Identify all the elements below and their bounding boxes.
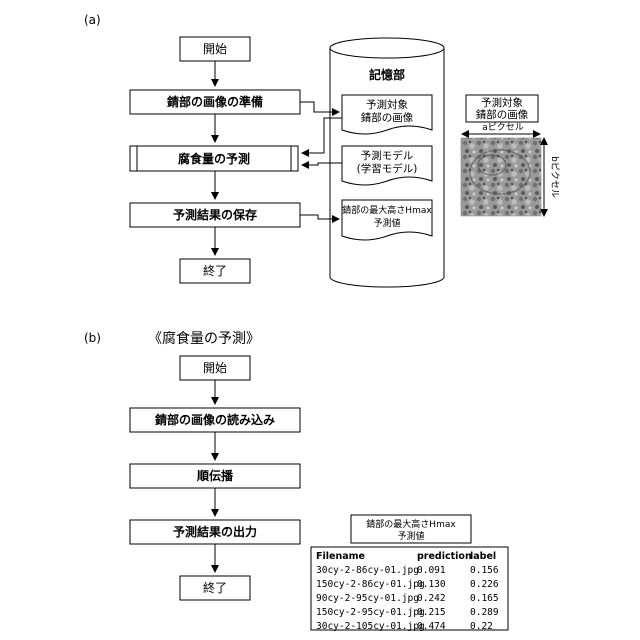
doc3-line1: 錆部の最大高さHmax — [342, 204, 432, 216]
table-cell-r2-c0: 90cy-2-95cy-01.jpg — [316, 593, 419, 604]
table-cell-r4-c1: 0.474 — [417, 621, 446, 632]
doc3-line2: 予測値 — [373, 217, 400, 229]
doc1-line1: 予測対象 — [366, 98, 408, 111]
part-a-label: (a) — [84, 13, 101, 27]
table-cell-r3-c0: 150cy-2-95cy-01.jpg — [316, 607, 425, 618]
a-start-label: 開始 — [203, 42, 227, 56]
table-cell-r4-c2: 0.22 — [470, 621, 493, 632]
doc2-line1: 予測モデル — [361, 149, 414, 162]
b-start-label: 開始 — [203, 361, 227, 375]
result-caption-line2: 予測値 — [397, 530, 424, 542]
table-header-0: Filename — [316, 551, 365, 562]
table-cell-r3-c2: 0.289 — [470, 607, 499, 618]
table-cell-r0-c1: 0.091 — [417, 565, 446, 576]
table-cell-r3-c1: 0.215 — [417, 607, 446, 618]
a-step3-label: 予測結果の保存 — [173, 207, 257, 222]
table-header-1: prediction — [417, 551, 472, 562]
b-end-label: 終了 — [203, 580, 227, 595]
table-cell-r4-c0: 30cy-2-105cy-01.jpg — [316, 621, 425, 632]
image-caption-line1: 予測対象 — [481, 96, 523, 109]
image-width-label: aピクセル — [482, 122, 524, 133]
doc1-line2: 錆部の画像 — [361, 111, 414, 124]
result-caption-line1: 錆部の最大高さHmax — [366, 518, 456, 530]
table-cell-r1-c2: 0.226 — [470, 579, 499, 590]
a-end-label: 終了 — [203, 263, 227, 278]
table-cell-r2-c2: 0.165 — [470, 593, 499, 604]
b-step3-label: 予測結果の出力 — [173, 524, 257, 539]
table-cell-r1-c0: 150cy-2-86cy-01.jpg — [316, 579, 425, 590]
part-b-label: (b) — [84, 331, 101, 345]
part-b-title: 《腐食量の予測》 — [148, 330, 260, 347]
b-step1-label: 錆部の画像の読み込み — [155, 412, 275, 427]
a-step2-label: 腐食量の予測 — [178, 151, 250, 166]
a-step1-label: 錆部の画像の準備 — [167, 94, 263, 109]
table-cell-r0-c2: 0.156 — [470, 565, 499, 576]
table-cell-r1-c1: 0.130 — [417, 579, 446, 590]
table-cell-r0-c0: 30cy-2-86cy-01.jpg — [316, 565, 419, 576]
storage-title: 記憶部 — [369, 67, 405, 82]
image-caption-line2: 錆部の画像 — [476, 108, 529, 121]
table-header-2: label — [470, 551, 496, 562]
b-step2-label: 順伝播 — [196, 468, 234, 483]
image-height-label: bピクセル — [549, 156, 560, 198]
doc2-line2: (学習モデル) — [357, 162, 418, 175]
table-cell-r2-c1: 0.242 — [417, 593, 446, 604]
